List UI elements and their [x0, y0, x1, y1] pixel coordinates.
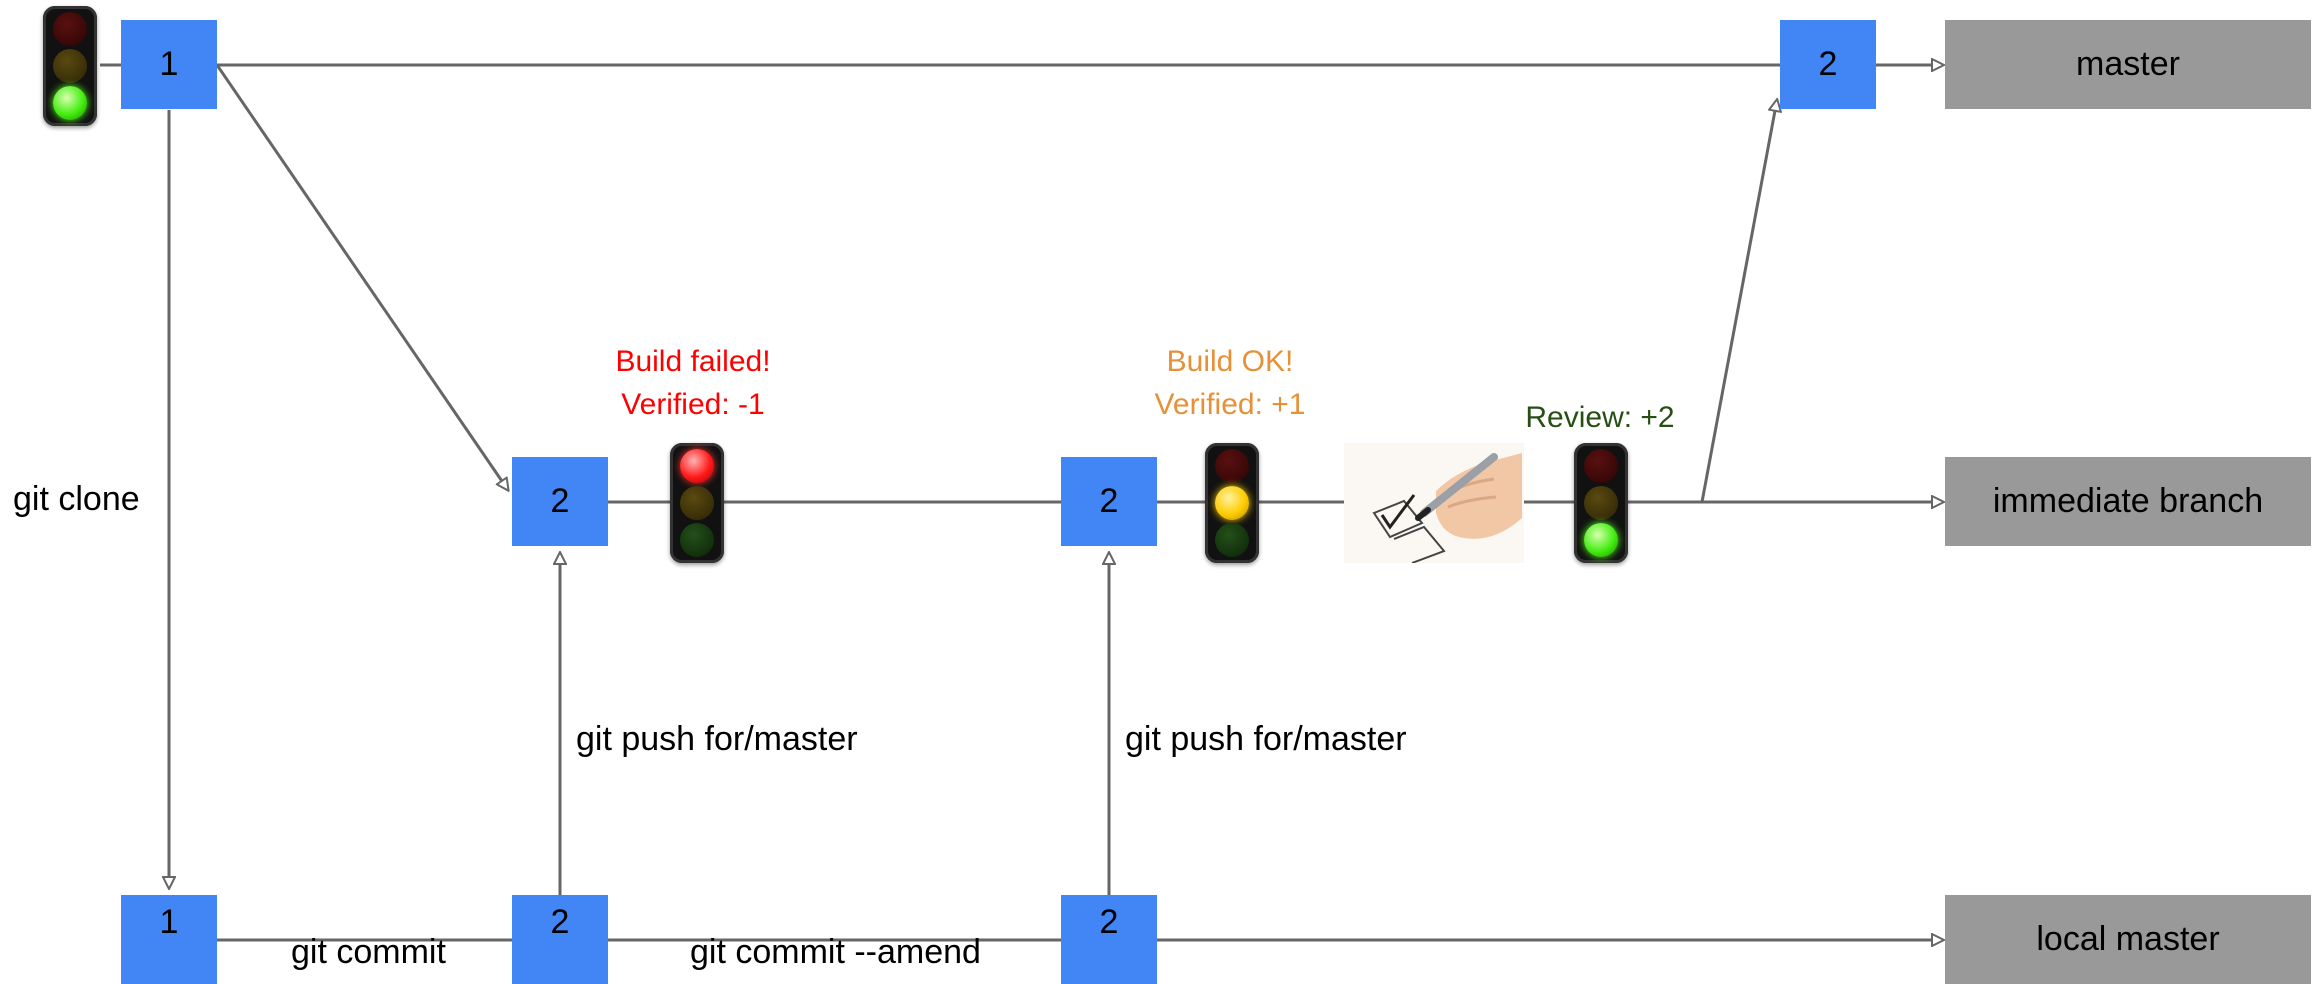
git-commit-label: git commit [291, 933, 446, 971]
branch-label: local master [2036, 920, 2220, 958]
build-failed-status: Build failed! Verified: -1 [583, 340, 803, 426]
status-line: Verified: +1 [1154, 388, 1306, 421]
status-line: Build failed! [615, 345, 771, 378]
branch-label: master [2076, 45, 2180, 83]
git-push-label: git push for/master [1125, 720, 1407, 758]
commit-label: 2 [550, 903, 570, 941]
commit-label: 2 [1818, 45, 1838, 83]
git-commit-amend-label: git commit --amend [690, 933, 981, 971]
commit-node-immediate-2a[interactable]: 2 [512, 457, 608, 546]
traffic-light-green-icon [43, 6, 97, 126]
branch-label: immediate branch [1992, 482, 2264, 520]
git-clone-label: git clone [13, 480, 140, 518]
traffic-light-red-icon [670, 443, 724, 563]
build-ok-status: Build OK! Verified: +1 [1120, 340, 1340, 426]
commit-node-local-1[interactable]: 1 [121, 895, 217, 984]
commit-node-local-2a[interactable]: 2 [512, 895, 608, 984]
branch-master[interactable]: master [1945, 20, 2311, 109]
branch-immediate[interactable]: immediate branch [1945, 457, 2311, 546]
commit-label: 1 [159, 45, 179, 83]
status-line: Build OK! [1166, 345, 1294, 378]
commit-node-master-2[interactable]: 2 [1780, 20, 1876, 109]
merge-arrow [1700, 100, 1777, 503]
status-line: Review: +2 [1525, 401, 1675, 434]
commit-node-master-1[interactable]: 1 [121, 20, 217, 109]
checklist-pen-icon [1344, 443, 1524, 563]
commit-label: 2 [1099, 903, 1119, 941]
git-push-label: git push for/master [576, 720, 858, 758]
commit-node-local-2b[interactable]: 2 [1061, 895, 1157, 984]
push-diagonal-arrow [215, 64, 508, 490]
status-line: Verified: -1 [621, 388, 765, 421]
commit-label: 1 [159, 903, 179, 941]
branch-local-master[interactable]: local master [1945, 895, 2311, 984]
commit-label: 2 [1099, 482, 1119, 520]
commit-label: 2 [550, 482, 570, 520]
review-status: Review: +2 [1510, 396, 1690, 439]
traffic-light-green-icon [1574, 443, 1628, 563]
commit-node-immediate-2b[interactable]: 2 [1061, 457, 1157, 546]
traffic-light-yellow-icon [1205, 443, 1259, 563]
